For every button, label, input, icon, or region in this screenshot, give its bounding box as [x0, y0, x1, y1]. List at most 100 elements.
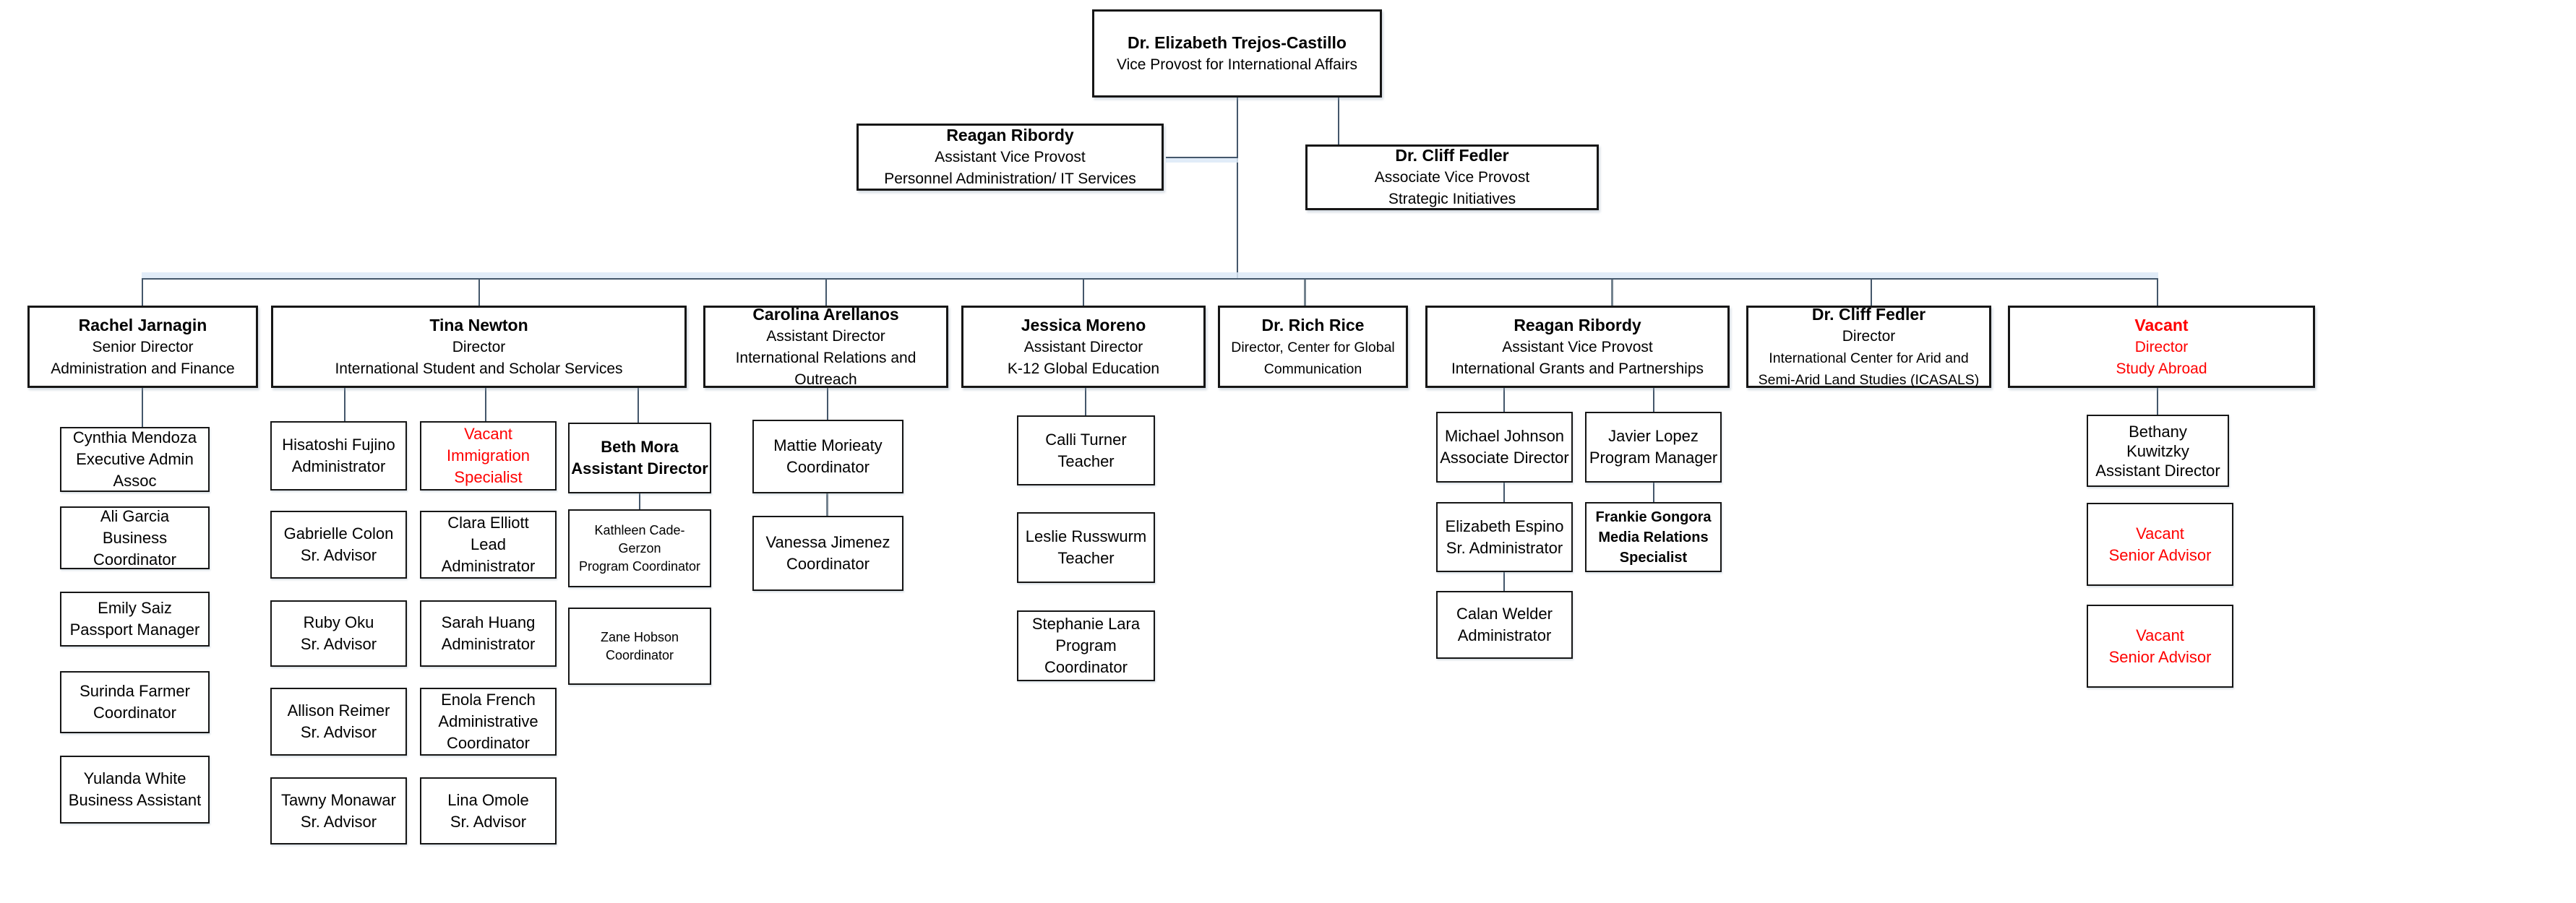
person-name: Vanessa Jimenez [765, 533, 890, 551]
org-box-cynthia-mendoza: Cynthia Mendoza Executive Admin Assoc [60, 427, 210, 492]
person-name: Elizabeth Espino [1445, 517, 1564, 535]
person-title: Assistant Director [571, 459, 708, 478]
vacancy-label: Vacant [2136, 626, 2184, 644]
org-box-lina-omole: Lina Omole Sr. Advisor [420, 777, 557, 844]
person-title: Administrative [438, 712, 538, 730]
connector-grants-michael [1503, 388, 1505, 412]
person-name: Sarah Huang [441, 613, 536, 631]
person-unit: Strategic Initiatives [1388, 191, 1516, 207]
person-name: Tina Newton [429, 315, 528, 334]
person-name: Calan Welder [1456, 605, 1553, 623]
person-name: Calli Turner [1045, 430, 1127, 449]
person-name: Enola French [441, 691, 536, 709]
person-title: Director [452, 338, 506, 355]
person-title: Program Coordinator [578, 558, 701, 574]
person-title: Administrator [441, 635, 536, 653]
org-box-jessica-moreno: Jessica Moreno Assistant Director K-12 G… [961, 306, 1206, 388]
person-title: Passport Manager [69, 621, 200, 639]
vacancy-label: Vacant [2134, 315, 2189, 334]
org-box-javier-lopez: Javier Lopez Program Manager [1585, 412, 1722, 483]
connector-trunk-studyabroad [2157, 280, 2158, 306]
connector-trunk-tina [478, 280, 480, 306]
org-box-yulanda-white: Yulanda White Business Assistant [60, 756, 210, 824]
org-box-hisatoshi-fujino: Hisatoshi Fujino Administrator [270, 421, 407, 491]
person-name: Kuwitzky [2126, 441, 2189, 460]
org-box-allison-reimer: Allison Reimer Sr. Advisor [270, 688, 407, 756]
org-box-leslie-russwurm: Leslie Russwurm Teacher [1017, 512, 1155, 583]
org-box-carolina-arellanos: Carolina Arellanos Assistant Director In… [703, 304, 948, 388]
person-title: Executive Admin [76, 450, 194, 468]
connector-provost-fedler [1338, 98, 1339, 145]
connector-studyabroad-bethany [2157, 388, 2158, 415]
connector-tina-bethmora [637, 388, 639, 423]
person-title: Assistant Vice Provost [1502, 338, 1653, 355]
person-name: Kathleen Cade- [594, 522, 685, 537]
person-name: Gerzon [618, 540, 661, 556]
org-box-enola-french: Enola French Administrative Coordinator [420, 688, 557, 756]
connector-trunk-icasals [1871, 280, 1872, 306]
person-unit: Personnel Administration/ IT Services [884, 170, 1136, 187]
person-title: Administrator [1457, 626, 1552, 644]
org-box-emily-saiz: Emily Saiz Passport Manager [60, 592, 210, 647]
person-unit: Communication [1263, 360, 1362, 377]
person-name: Zane Hobson [600, 629, 679, 644]
connector-mattie-vanessa [826, 493, 828, 516]
org-box-zane-hobson: Zane Hobson Coordinator [568, 608, 711, 685]
person-name: Dr. Cliff Fedler [1811, 304, 1926, 324]
connector-highlight-trunk [142, 272, 2158, 278]
org-box-stephanie-lara: Stephanie Lara Program Coordinator [1017, 610, 1155, 681]
person-name: Surinda Farmer [80, 682, 190, 700]
person-title: Business [102, 528, 168, 547]
person-name: Michael Johnson [1444, 427, 1565, 445]
person-name: Bethany [2129, 422, 2187, 441]
person-title: Program Manager [1589, 449, 1718, 467]
person-title: Coordinator [93, 550, 176, 569]
person-name: Beth Mora [601, 438, 679, 456]
person-title: Vice Provost for International Affairs [1116, 56, 1358, 73]
person-name: Hisatoshi Fujino [282, 436, 395, 454]
connector-jessica-calli [1085, 388, 1086, 415]
vacancy-label: Vacant [464, 425, 512, 443]
person-name: Rachel Jarnagin [78, 315, 207, 334]
org-box-surinda-farmer: Surinda Farmer Coordinator [60, 671, 210, 733]
connector-trunk-jessica [1083, 280, 1084, 306]
org-box-kathleen-cade-gerzon: Kathleen Cade- Gerzon Program Coordinato… [568, 509, 711, 587]
person-title: Coordinator [786, 555, 870, 573]
person-unit: International Relations and [735, 349, 916, 366]
person-name: Mattie Morieaty [773, 436, 883, 454]
person-title: Sr. Advisor [300, 812, 377, 831]
org-box-frankie-gongora: Frankie Gongora Media Relations Speciali… [1585, 502, 1722, 572]
org-box-cliff-fedler-icasals: Dr. Cliff Fedler Director International … [1746, 304, 1991, 388]
person-name: Javier Lopez [1608, 427, 1699, 445]
person-name: Dr. Rich Rice [1261, 315, 1365, 334]
org-box-vacant-director-study-abroad: Vacant Director Study Abroad [2008, 306, 2315, 388]
person-name: Tawny Monawar [281, 790, 396, 809]
person-unit: International Grants and Partnerships [1451, 360, 1704, 377]
connector-highlight-reagan [1166, 158, 1238, 163]
person-title: Media Relations [1598, 529, 1709, 545]
person-title: Coordinator [605, 647, 674, 662]
person-title: Senior Director [92, 338, 194, 355]
person-name: Dr. Cliff Fedler [1395, 146, 1509, 165]
person-title: Sr. Advisor [300, 723, 377, 741]
org-box-cliff-fedler-avp: Dr. Cliff Fedler Associate Vice Provost … [1305, 144, 1599, 210]
connector-javier-frankie [1653, 483, 1654, 502]
org-box-calan-welder: Calan Welder Administrator [1436, 591, 1573, 659]
person-title: Senior Advisor [2108, 545, 2212, 564]
person-name: Gabrielle Colon [283, 524, 394, 543]
person-title: Director, Center for Global [1231, 339, 1395, 355]
org-box-rachel-jarnagin: Rachel Jarnagin Senior Director Administ… [27, 306, 258, 388]
person-title: Assistant Vice Provost [935, 149, 1086, 165]
person-name: Carolina Arellanos [752, 304, 899, 324]
person-name: Clara Elliott [447, 514, 529, 532]
person-name: Jessica Moreno [1021, 315, 1146, 334]
org-box-elizabeth-trejos-castillo: Dr. Elizabeth Trejos-Castillo Vice Provo… [1092, 9, 1382, 98]
person-unit: International Student and Scholar Servic… [335, 360, 623, 377]
person-unit: Outreach [794, 371, 857, 388]
org-box-beth-mora: Beth Mora Assistant Director [568, 423, 711, 493]
person-name: Ali Garcia [100, 506, 170, 525]
person-name: Emily Saiz [98, 599, 172, 617]
org-box-vacant-immigration-specialist: Vacant Immigration Specialist [420, 421, 557, 491]
person-name: Stephanie Lara [1031, 615, 1141, 633]
connector-bethmora-kathleen [639, 493, 640, 509]
